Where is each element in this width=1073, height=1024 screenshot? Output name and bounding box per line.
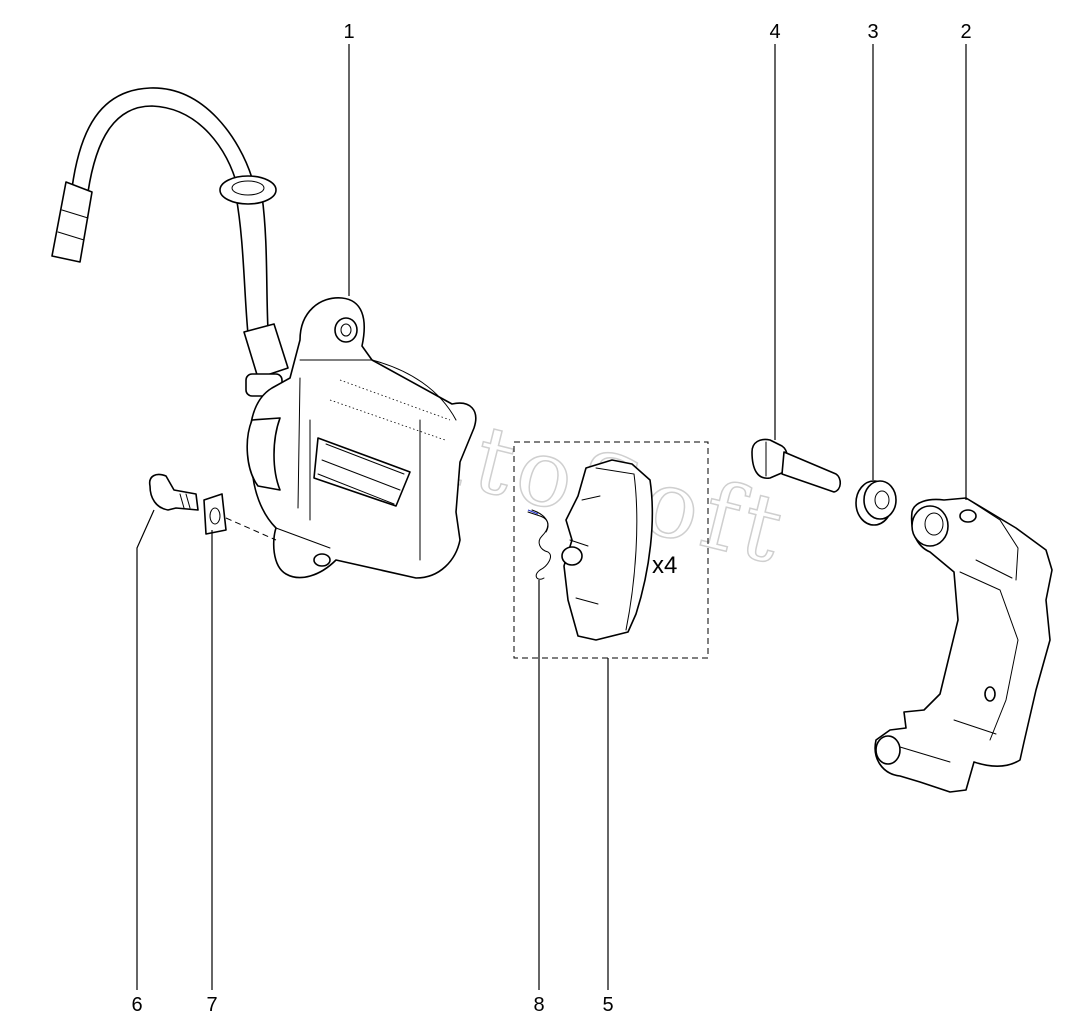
callout-7: 7 [206,994,217,1016]
callout-4: 4 [769,21,780,43]
brake-pad [561,459,654,641]
callout-3: 3 [867,21,878,43]
leader-line-6 [136,509,155,990]
brake-pad-set-box [513,441,709,659]
guide-pin-part-4 [751,438,842,493]
quantity-label: x4 [652,552,677,579]
washer-part-7 [203,493,227,535]
guide-pin-boot-part-3 [855,480,897,526]
caliper-carrier-bracket-part-2 [874,497,1053,793]
bolt-part-6 [148,473,199,511]
callout-1: 1 [343,21,354,43]
callout-2: 2 [960,21,971,43]
pad-spring-clip-part-8 [527,509,551,580]
brake-caliper [51,87,477,579]
callout-8: 8 [533,994,544,1016]
assembly-axis-line [225,517,277,541]
callout-6: 6 [131,994,142,1016]
callout-5: 5 [602,994,613,1016]
